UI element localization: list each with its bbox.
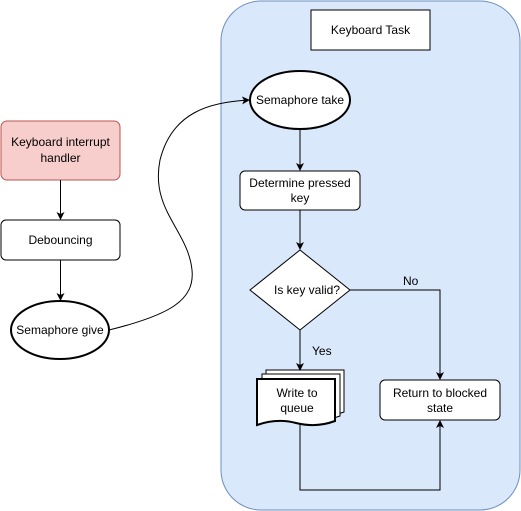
interrupt-handler-node: Keyboard interrupt handler: [0, 120, 121, 181]
determine-key-node: Determine pressed key: [239, 170, 361, 211]
edge-label-yes: Yes: [312, 344, 332, 358]
write-queue-label-line2: queue: [280, 401, 314, 415]
write-queue-node: Write to queue: [256, 369, 345, 427]
keyboard-task-title-box: Keyboard Task: [310, 9, 431, 51]
semaphore-take-label: Semaphore take: [256, 93, 344, 107]
is-key-valid-label: Is key valid?: [274, 283, 340, 297]
return-blocked-node: Return to blocked state: [379, 379, 501, 421]
debouncing-node: Debouncing: [0, 219, 121, 261]
return-blocked-label-line1: Return to blocked: [393, 386, 487, 400]
write-queue-label-line1: Write to: [276, 386, 317, 400]
edge-give-to-take: [108, 96, 250, 331]
keyboard-task-title: Keyboard Task: [331, 23, 411, 37]
edge-queue-to-return: [299, 420, 444, 491]
semaphore-give-label: Semaphore give: [16, 323, 104, 337]
edge-label-no: No: [403, 274, 419, 288]
determine-key-label-line1: Determine pressed: [249, 176, 350, 190]
semaphore-give-node: Semaphore give: [10, 300, 110, 360]
interrupt-handler-label-line1: Keyboard interrupt: [11, 135, 110, 149]
edge-decision-no-to-return: [350, 289, 444, 380]
determine-key-label-line2: key: [291, 191, 310, 205]
keyboard-task-container: [220, 0, 521, 511]
semaphore-take-node: Semaphore take: [249, 70, 351, 130]
debouncing-label: Debouncing: [28, 233, 92, 247]
return-blocked-label-line2: state: [427, 401, 453, 415]
interrupt-handler-label-line2: handler: [40, 151, 80, 165]
